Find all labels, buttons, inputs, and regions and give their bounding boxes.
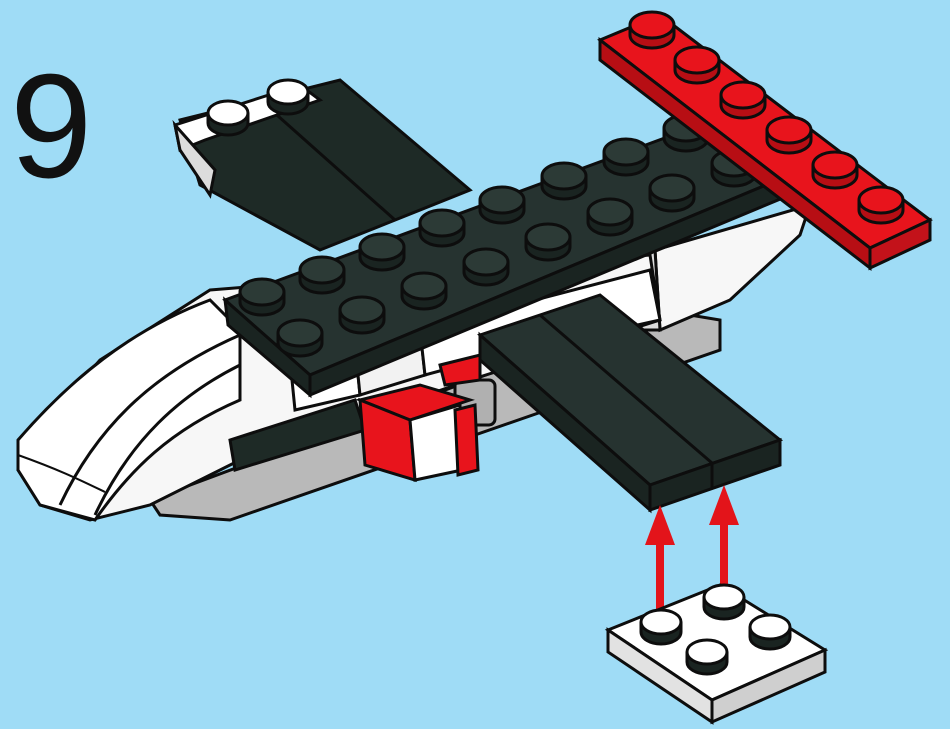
- arrow-up-icon: [645, 505, 675, 620]
- white-2x2-plate: [608, 585, 825, 722]
- airplane-model: [18, 12, 930, 520]
- arrow-up-icon: [709, 485, 739, 600]
